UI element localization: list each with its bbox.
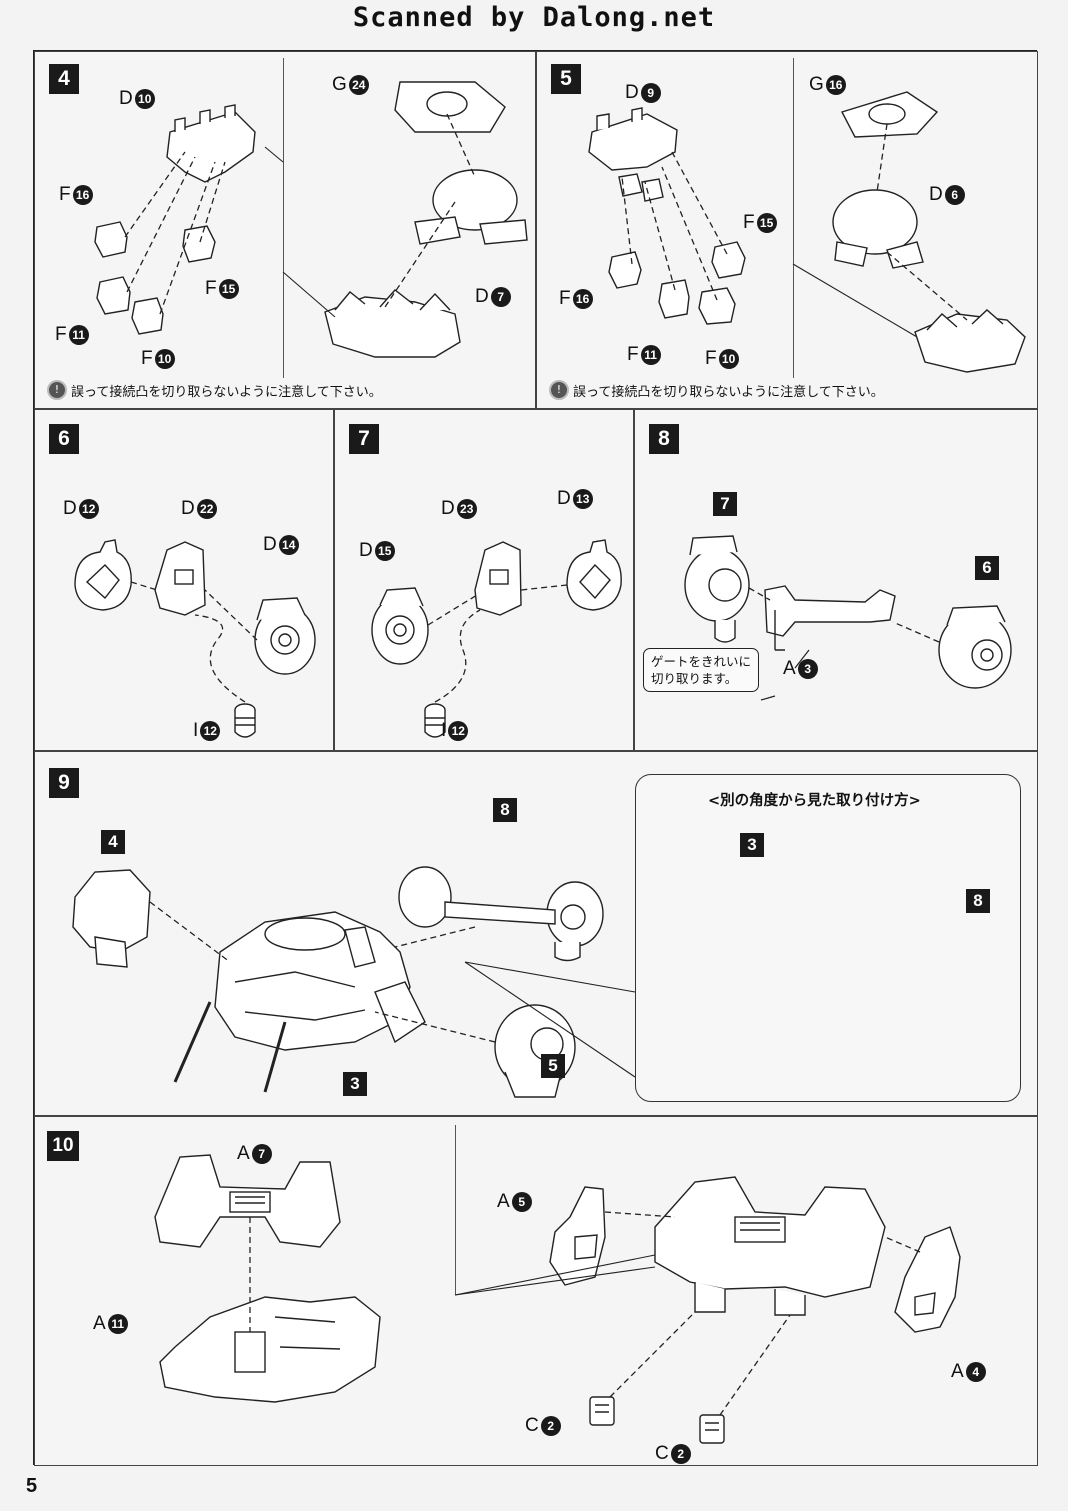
step-8-badge: 8	[649, 424, 679, 454]
step-5-panel: 5	[536, 51, 1038, 409]
ref-label: 8	[966, 889, 990, 913]
step-5-divider	[793, 58, 794, 378]
ref-label: 8	[493, 798, 517, 822]
caution-note: !誤って接続凸を切り取らないように注意して下さい。	[47, 380, 382, 400]
step-8-illustration	[684, 535, 1012, 701]
step-5-illustration	[588, 91, 1026, 373]
step-7-illustration	[371, 539, 622, 738]
step-10-panel: 10	[34, 1116, 1038, 1466]
step-7-badge: 7	[349, 424, 379, 454]
step-9-panel: 9	[34, 751, 1038, 1116]
scan-credit: Scanned by Dalong.net	[352, 2, 716, 33]
caution-icon: !	[47, 380, 67, 400]
ref-label: 3	[740, 833, 764, 857]
step-10-divider	[455, 1125, 456, 1295]
inset-title: <別の角度から見た取り付け方>	[708, 793, 921, 809]
step-4-badge: 4	[49, 64, 79, 94]
step-6-badge: 6	[49, 424, 79, 454]
instruction-sheet: 4	[33, 50, 1038, 1466]
caution-note: !誤って接続凸を切り取らないように注意して下さい。	[549, 380, 884, 400]
step-6-illustration	[74, 539, 316, 738]
step-4-divider	[283, 58, 284, 378]
page-number: 5	[26, 1475, 38, 1497]
alternate-angle-inset: <別の角度から見た取り付け方> 3 8	[635, 774, 1021, 1102]
ref-label: 7	[713, 492, 737, 516]
step-5-badge: 5	[551, 64, 581, 94]
step-4-illustration	[94, 81, 528, 358]
caution-icon: !	[549, 380, 569, 400]
ref-label: 6	[975, 556, 999, 580]
step-10-badge: 10	[47, 1131, 79, 1161]
step-4-panel: 4	[34, 51, 536, 409]
step-9-badge: 9	[49, 768, 79, 798]
step-10-illustration	[154, 1154, 961, 1444]
ref-label: 4	[101, 830, 125, 854]
ref-label: 5	[541, 1054, 565, 1078]
ref-label: 3	[343, 1072, 367, 1096]
gate-note-callout: ゲートをきれいに 切り取ります。	[643, 648, 760, 692]
